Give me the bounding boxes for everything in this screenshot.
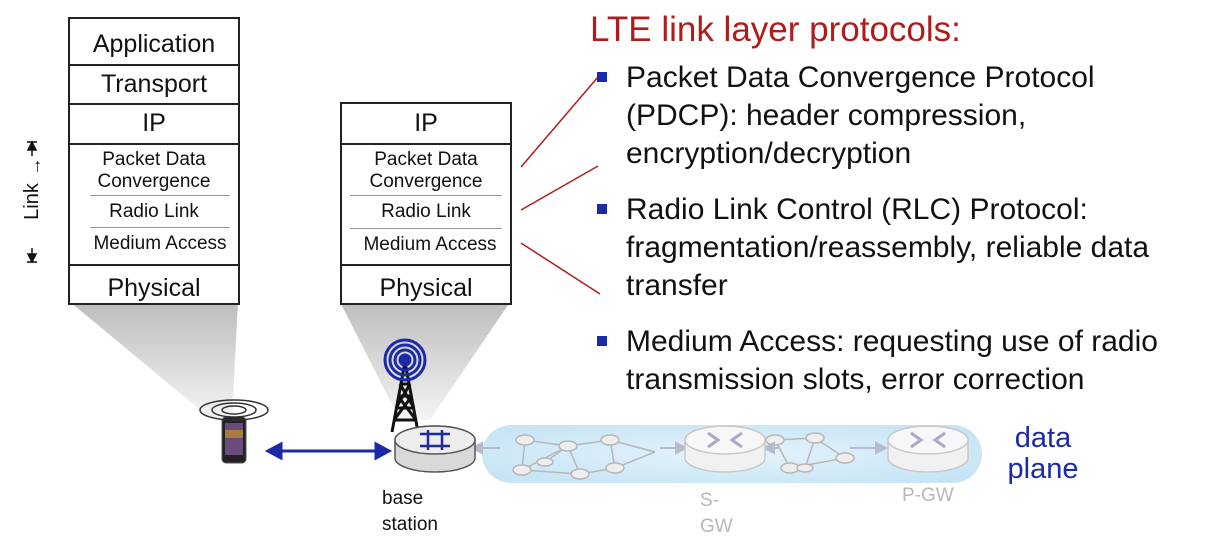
network-mesh-right [765,432,855,474]
data-plane-label-line-2: plane [1007,453,1079,485]
base-station-router-icon [394,425,476,473]
base-station-label: base station [382,486,462,538]
bullet-pdcp-line-1: Packet Data Convergence Protocol [626,61,1095,94]
base-layer-physical: Physical [379,274,473,302]
network-mesh-left [512,434,656,480]
bullet-pdcp-line-2: (PDCP): header compression, [626,99,1027,132]
callout-lines [520,76,601,295]
sgw-label: S- GW [700,488,750,540]
base-layer-ip: IP [414,109,438,137]
layer-physical: Physical [107,274,201,302]
link-brace-label: Link [21,183,43,220]
base-sublayer-pdcp: Packet Data Convergence [369,149,483,192]
bullet-mac-line-2: transmission slots, error correction [626,363,1085,396]
sgw-label-line-1: S- [700,490,719,511]
base-station-label-line-2: station [382,514,438,535]
sublayer-pdcp: Packet Data Convergence [97,149,211,192]
layer-transport: Transport [100,70,208,98]
layer-ip: IP [142,109,166,137]
bullet-square-icon [597,72,607,82]
base-sublayer-radio-link: Radio Link [381,201,471,222]
bullet-pdcp: Packet Data Convergence Protocol (PDCP):… [626,59,1226,173]
bullet-square-icon [597,336,607,346]
base-station-protocol-stack: IP Packet Data Convergence Radio Link Me… [340,102,512,305]
base-station-label-line-1: base [382,488,424,509]
device-beam [70,302,238,418]
pgw-router-icon [887,425,969,473]
bullet-mac-line-1: Medium Access: requesting use of radio [626,325,1158,358]
bullet-medium-access: Medium Access: requesting use of radio t… [626,323,1226,399]
slide-title: LTE link layer protocols: [590,10,961,49]
bullet-rlc-line-3: transfer [626,269,728,302]
data-plane-label-line-1: data [1014,422,1072,454]
smartphone-icon [221,416,247,464]
radio-signal-icon [383,338,427,382]
sublayer-medium-access: Medium Access [93,233,227,254]
sgw-label-line-2: GW [700,516,733,537]
link-brace-arrow-right: → [24,157,45,176]
base-sublayer-medium-access: Medium Access [363,234,497,255]
phone-signal-icon [199,399,269,421]
data-plane-arrows [469,441,889,455]
sublayer-radio-link: Radio Link [109,201,199,222]
bullet-rlc-line-1: Radio Link Control (RLC) Protocol: [626,193,1088,226]
pgw-label: P-GW [902,485,954,506]
wireless-link-arrow [264,441,393,461]
device-protocol-stack: Application Transport IP Packet Data Con… [68,17,240,305]
data-plane-label: data plane [998,423,1088,485]
sgw-router-icon [684,425,766,473]
bullet-rlc-line-2: fragmentation/reassembly, reliable data [626,231,1150,264]
link-brace [26,140,38,264]
bullet-rlc: Radio Link Control (RLC) Protocol: fragm… [626,191,1226,305]
bullet-square-icon [597,204,607,214]
bullet-pdcp-line-3: encryption/decryption [626,137,912,170]
layer-application: Application [92,30,216,58]
